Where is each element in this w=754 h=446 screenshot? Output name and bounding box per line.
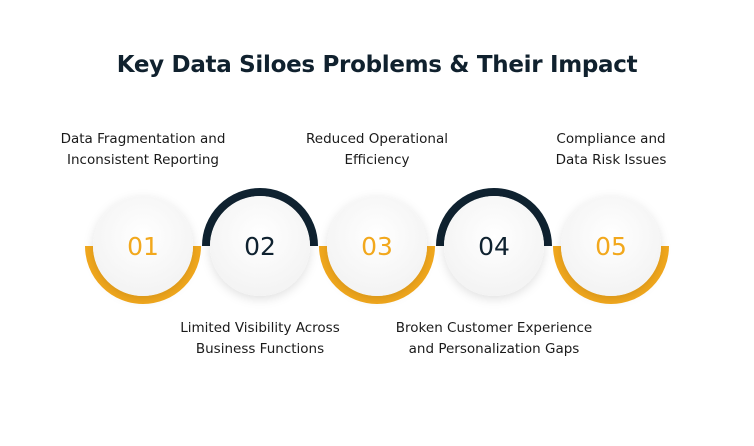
step-arc (319, 245, 435, 304)
step-arc (436, 188, 552, 247)
page-title: Key Data Siloes Problems & Their Impact (116, 52, 638, 78)
step-03: 03 (319, 196, 435, 304)
step-circle (93, 196, 193, 296)
step-circle (561, 196, 661, 296)
step-label-line: Data Fragmentation and (60, 131, 226, 147)
step-label-line: Efficiency (344, 152, 410, 168)
step-label-line: Data Risk Issues (555, 152, 667, 168)
step-circle (327, 196, 427, 296)
step-label-line: Broken Customer Experience (395, 320, 593, 336)
step-label-line: and Personalization Gaps (408, 341, 580, 357)
step-04: 04 (436, 188, 552, 296)
step-arc (553, 245, 669, 304)
step-02: 02 (202, 188, 318, 296)
step-label-line: Compliance and (556, 131, 666, 147)
step-01: 01 (85, 196, 201, 304)
step-label-line: Limited Visibility Across (180, 320, 340, 336)
step-label: Broken Customer Experience and Personaliz… (384, 318, 604, 360)
step-label-line: Reduced Operational (305, 131, 448, 147)
step-number: 03 (361, 232, 393, 261)
step-label-line: Business Functions (195, 341, 325, 357)
step-number: 05 (595, 232, 627, 261)
step-number: 04 (478, 232, 510, 261)
step-arc (85, 245, 201, 304)
step-05: 05 (553, 196, 669, 304)
step-number: 02 (244, 232, 276, 261)
step-number: 01 (127, 232, 159, 261)
step-arc (202, 188, 318, 247)
step-label-line: Inconsistent Reporting (67, 152, 219, 168)
step-circle (210, 196, 310, 296)
step-circle (444, 196, 544, 296)
